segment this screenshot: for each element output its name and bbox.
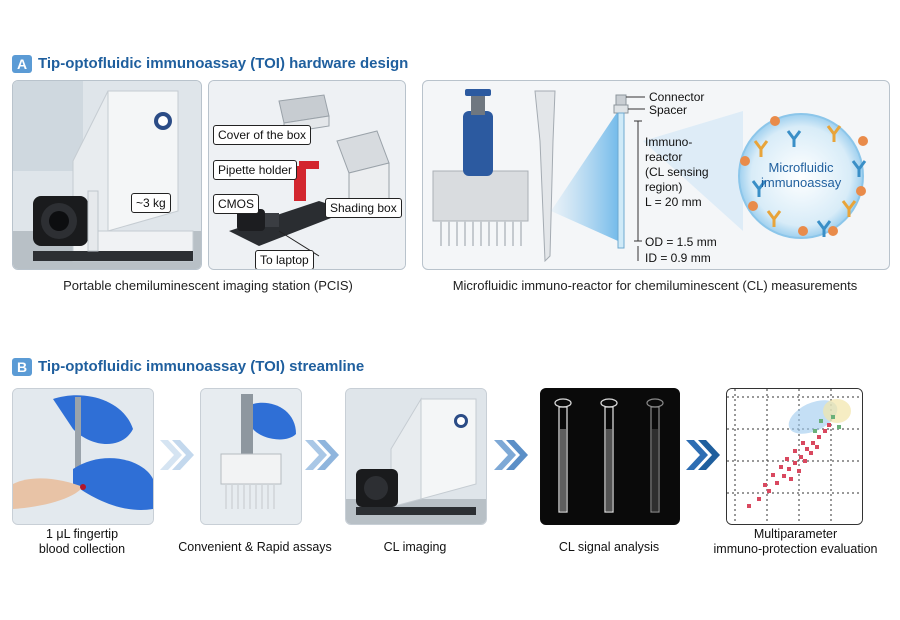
- pcis-device-illustration: [13, 81, 201, 269]
- cl-imaging-device-illustration: [346, 389, 486, 524]
- step4-image: [540, 388, 680, 525]
- section-a-title: Tip-optofluidic immunoassay (TOI) hardwa…: [38, 55, 409, 72]
- section-b-title: Tip-optofluidic immunoassay (TOI) stream…: [38, 358, 365, 375]
- step5-caption-line2: immuno-protection evaluation: [713, 542, 878, 556]
- immuno-label-2: reactor: [645, 150, 683, 164]
- step1-caption: 1 μL fingertip blood collection: [7, 527, 157, 557]
- bubble-label-1: Microfluidic: [768, 160, 834, 175]
- shading-box-label: Shading box: [325, 198, 402, 218]
- step2-caption: Convenient & Rapid assays: [178, 540, 332, 554]
- cover-label: Cover of the box: [213, 125, 312, 145]
- step5-caption-line1: Multiparameter: [753, 527, 838, 541]
- reactor-caption: Microfluidic immuno-reactor for chemilum…: [452, 278, 858, 293]
- cl-signal-image: [541, 389, 679, 524]
- bubble-label-2: immunoassay: [761, 175, 842, 190]
- fingertip-collection-illustration: [13, 389, 153, 524]
- section-a-badge: A: [12, 55, 32, 73]
- step1-caption-line2: blood collection: [38, 542, 126, 556]
- id-label: ID = 0.9 mm: [645, 251, 711, 265]
- laptop-label: To laptop: [255, 250, 314, 269]
- connector-label: Connector: [649, 90, 705, 104]
- step5-caption: Multiparameter immuno-protection evaluat…: [708, 527, 883, 557]
- pcis-photo-panel: ~3 kg: [12, 80, 202, 270]
- arrow-1: [160, 440, 194, 470]
- reactor-illustration: [432, 89, 868, 263]
- arrow-3: [494, 440, 528, 470]
- od-label: OD = 1.5 mm: [645, 235, 717, 249]
- reactor-panel: Connector Spacer Immuno- reactor (CL sen…: [422, 80, 890, 270]
- weight-label: ~3 kg: [131, 193, 171, 213]
- cmos-label: CMOS: [213, 194, 259, 214]
- exploded-box-illustration: [209, 81, 405, 269]
- step1-caption-line1: 1 μL fingertip: [45, 527, 119, 541]
- step4-caption: CL signal analysis: [558, 540, 660, 554]
- length-label: L = 20 mm: [645, 195, 702, 209]
- immuno-label-3: (CL sensing: [645, 165, 709, 179]
- step2-image: [200, 388, 302, 525]
- immuno-label-1: Immuno-: [645, 135, 693, 149]
- arrow-4: [686, 440, 720, 470]
- step3-caption: CL imaging: [383, 540, 447, 554]
- step5-image: [726, 388, 863, 525]
- arrow-2: [305, 440, 339, 470]
- pcis-caption: Portable chemiluminescent imaging statio…: [63, 278, 353, 293]
- multiparameter-scatter-illustration: [727, 389, 862, 524]
- spacer-label: Spacer: [649, 103, 688, 117]
- section-b-badge: B: [12, 358, 32, 376]
- step1-image: [12, 388, 154, 525]
- multichannel-assay-illustration: [201, 389, 301, 524]
- box-diagram-panel: Cover of the box Pipette holder CMOS Sha…: [208, 80, 406, 270]
- immuno-label-4: region): [645, 180, 683, 194]
- pipette-holder-label: Pipette holder: [213, 160, 298, 180]
- step3-image: [345, 388, 487, 525]
